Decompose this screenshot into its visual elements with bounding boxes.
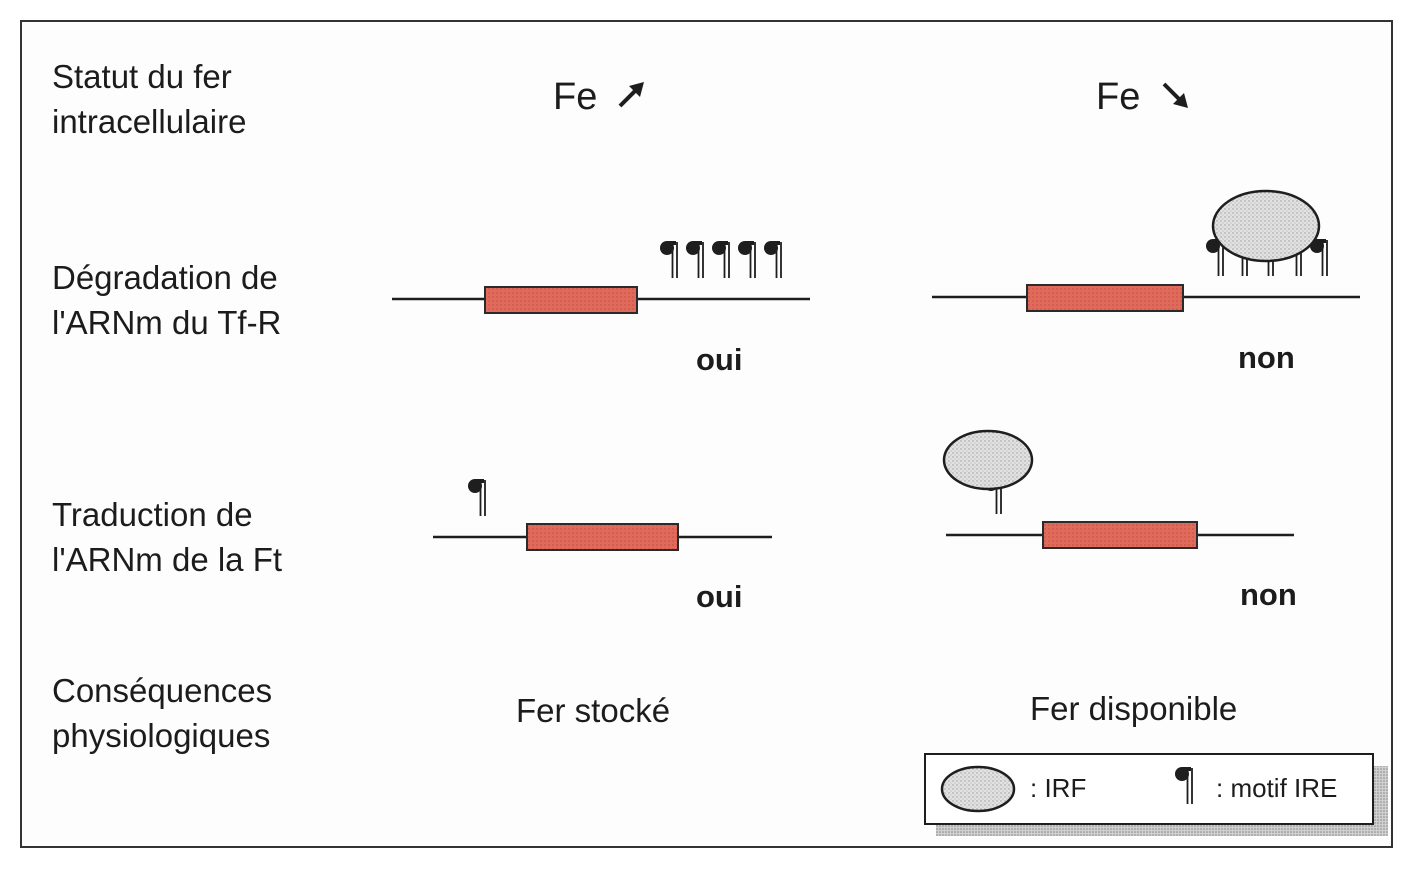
row-label-traduction: Traduction de l'ARNm de la Ft <box>52 496 283 578</box>
row-label-consequences: Conséquences physiologiques <box>52 672 273 754</box>
diagram-frame <box>20 20 1393 848</box>
mrna-tfr-low-iron <box>932 189 1360 312</box>
result-traduction-high-iron: oui <box>696 579 743 614</box>
result-traduction-low-iron: non <box>1240 577 1297 612</box>
legend-irf-icon <box>940 765 1016 813</box>
legend <box>924 753 1388 836</box>
mrna-tfr-high-iron <box>392 240 810 314</box>
mrna-ft-high-iron <box>433 478 772 551</box>
irf-protein-icon <box>1211 189 1321 263</box>
row-label-degradation: Dégradation de l'ARNm du Tf-R <box>52 259 282 341</box>
result-degradation-low-iron: non <box>1238 340 1295 375</box>
down-right-arrow-icon <box>1162 82 1188 108</box>
ire-motif-icon <box>659 240 782 279</box>
consequence-high-iron: Fer stocké <box>516 692 671 729</box>
result-degradation-high-iron: oui <box>696 342 743 377</box>
irf-protein-icon <box>942 429 1034 491</box>
row-label-statut: Statut du fer intracellulaire <box>52 58 247 140</box>
up-right-arrow-icon <box>618 82 644 108</box>
mrna-ft-low-iron <box>942 429 1294 549</box>
legend-irf-label: : IRF <box>1030 773 1087 803</box>
column-header-high-iron: Fe <box>553 76 598 118</box>
ire-motif-icon <box>467 478 486 517</box>
column-header-low-iron: Fe <box>1096 76 1141 118</box>
consequence-low-iron: Fer disponible <box>1030 690 1238 727</box>
legend-ire-label: : motif IRE <box>1216 773 1338 803</box>
